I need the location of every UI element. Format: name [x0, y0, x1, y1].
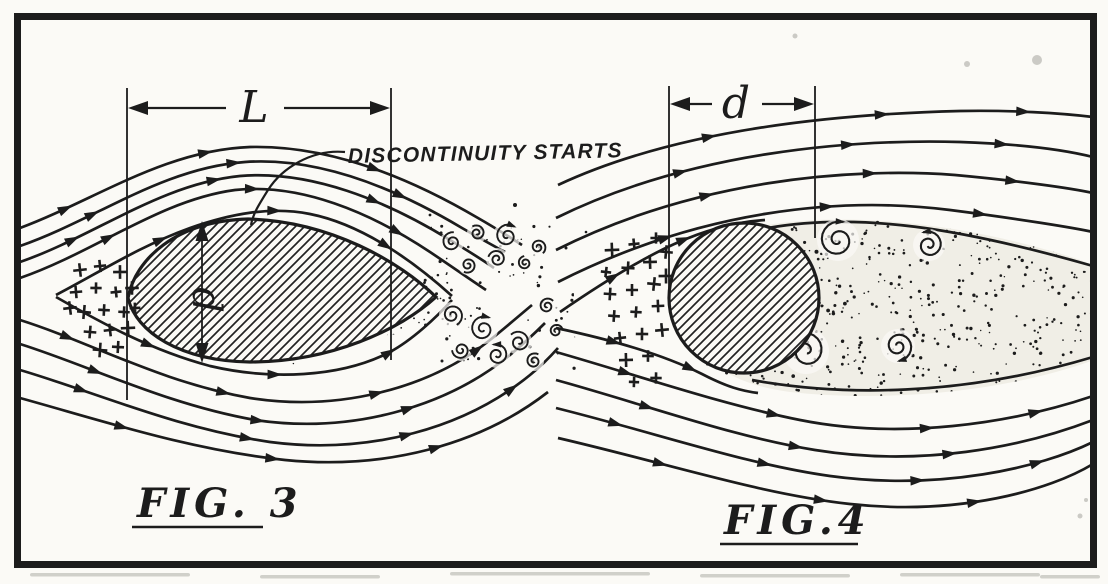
fig4-wake-vortices [783, 218, 945, 374]
fig4-cylinder [667, 221, 821, 375]
fig3-depth-dimension: d [183, 221, 229, 363]
fig4-diameter-dimension: d [668, 78, 816, 292]
dim-arrow-up [195, 221, 209, 241]
fig3-caption: FIG. 3 [132, 480, 303, 529]
fig4-caption: FIG.4 [720, 497, 871, 546]
fig3-diagram: L d DISCONTINUITY STARTS FIG. 3 [19, 82, 623, 529]
fig4-wake-boundaries [751, 220, 1094, 392]
fig3-length-dimension: L [126, 82, 392, 400]
fig3-depth-label: d [183, 287, 229, 313]
fig3-body [126, 217, 439, 364]
fig3-wake-eddies [439, 220, 565, 371]
fig4-caption-text: FIG.4 [723, 497, 871, 544]
dim-arrow-right [794, 97, 814, 111]
fig3-length-label: L [238, 82, 268, 133]
scan-specks [30, 33, 1100, 579]
fig4-diagram: d FIG.4 [555, 78, 1094, 546]
fig4-diameter-label: d [722, 78, 750, 129]
dim-arrow-left [128, 101, 148, 115]
annotation-leader-line [249, 150, 346, 226]
fig4-deadwater-plus-marks [600, 232, 674, 388]
dim-arrow-left [670, 97, 690, 111]
fig3-caption-text: FIG. 3 [136, 480, 303, 527]
dim-arrow-down [195, 343, 209, 363]
dim-arrow-right [370, 101, 390, 115]
streamline-arrowheads [56, 106, 1045, 509]
figure-frame [14, 13, 1097, 568]
